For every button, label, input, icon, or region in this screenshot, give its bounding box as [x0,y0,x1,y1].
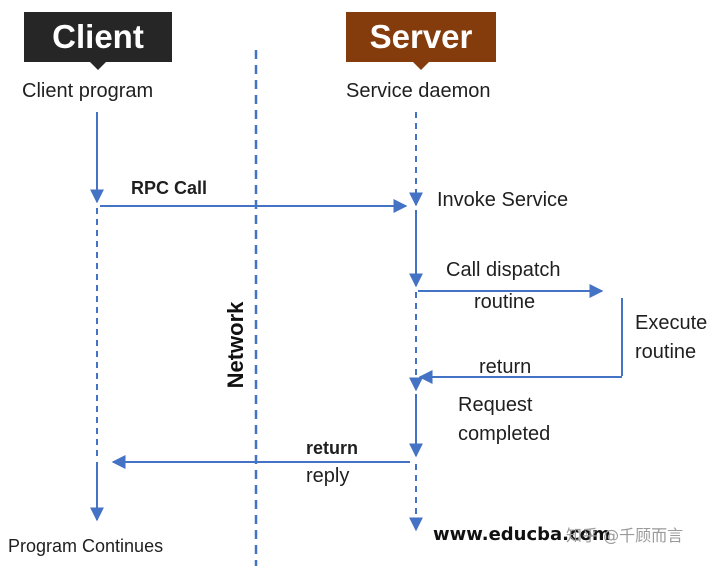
call-dispatch-label-line1: Call dispatch [446,259,561,281]
return-reply-label-line1: return [306,438,359,458]
server-header: Server [346,12,496,70]
request-completed-label-line1: Request [458,394,533,416]
client-header: Client [24,12,172,70]
call-dispatch-label-line2: routine [474,291,536,313]
network-label: Network [223,301,248,389]
return-inner-label: return [479,356,532,378]
return-reply-label-line2: reply [306,465,350,487]
execute-routine-label-line2: routine [635,341,697,363]
request-completed-label-line2: completed [458,423,551,445]
watermark-url: www.educba.com [433,524,611,545]
program-continues-label: Program Continues [8,536,164,556]
rpc-call-label: RPC Call [131,178,208,198]
execute-routine-label-line1: Execute [635,312,708,334]
service-daemon-label: Service daemon [346,80,491,102]
invoke-service-label: Invoke Service [437,189,569,211]
watermark-zhihu: 知乎 @千顾而言 [566,526,684,545]
client-program-label: Client program [22,80,154,102]
